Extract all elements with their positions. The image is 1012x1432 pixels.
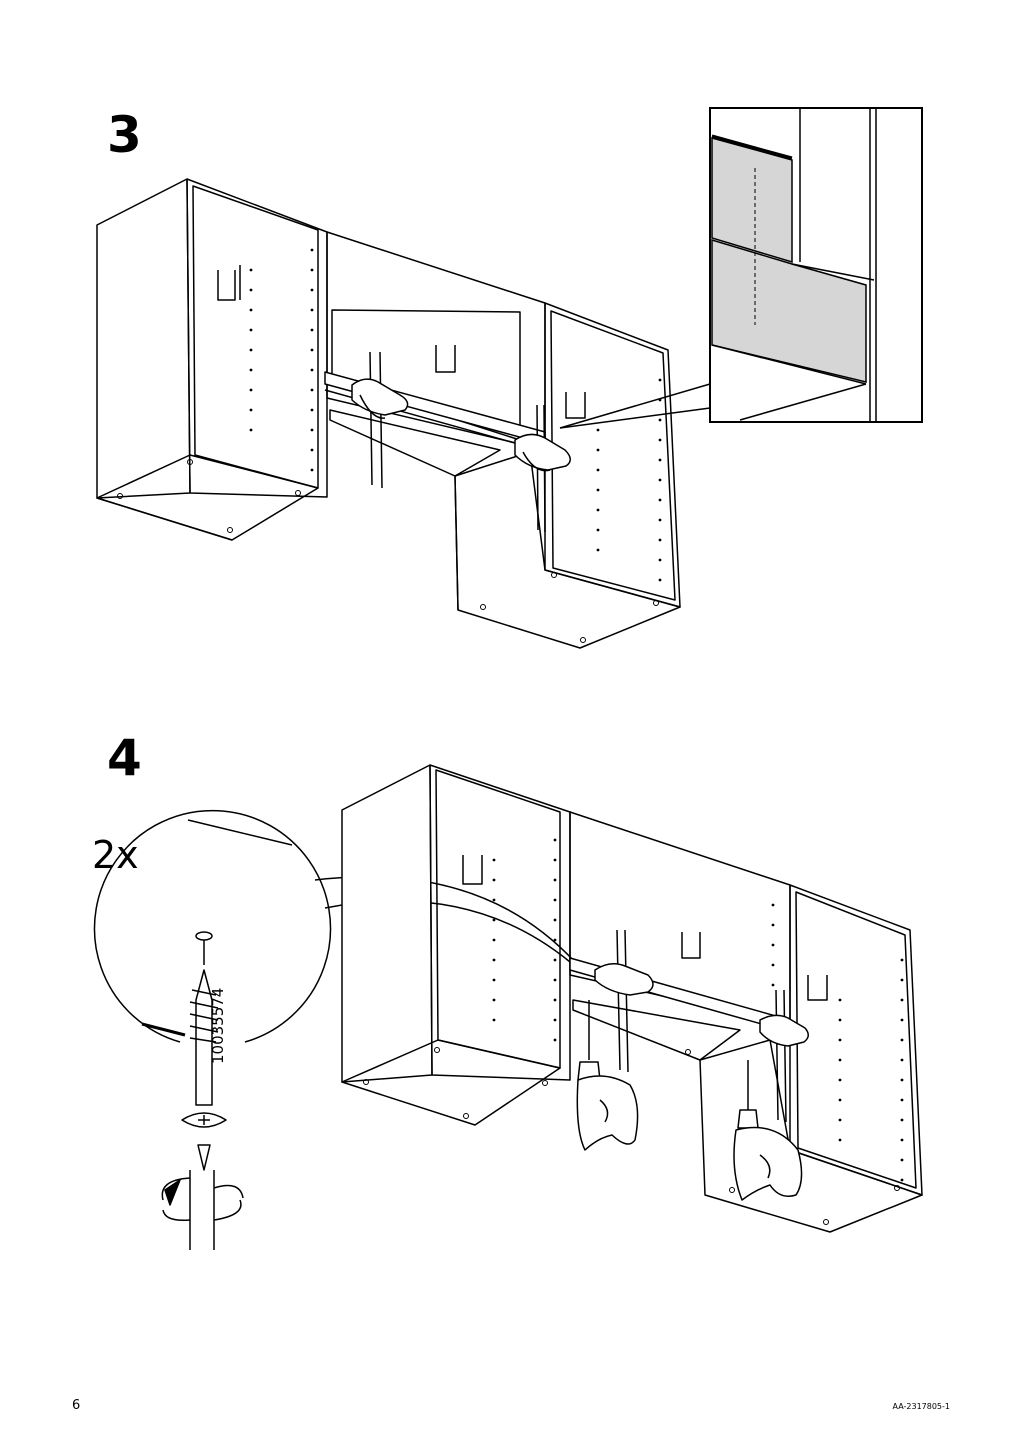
clamp-icon xyxy=(759,989,809,1123)
drill-icon xyxy=(733,1060,803,1201)
screw-icon xyxy=(181,931,227,1128)
cabinet-frame-icon xyxy=(96,178,328,541)
part-number: 10035574 xyxy=(209,987,227,1064)
shelf-holes xyxy=(117,248,662,643)
cabinet-frame-icon xyxy=(341,764,571,1126)
page-number: 6 xyxy=(72,1398,81,1413)
step-4-illustration xyxy=(93,764,923,1250)
clamp-icon xyxy=(594,929,654,1073)
shelf-holes xyxy=(363,838,904,1225)
step-4-number: 4 xyxy=(107,729,142,787)
step-3-number: 3 xyxy=(107,106,142,164)
clamp-icon xyxy=(351,351,409,489)
quantity-label: 2x xyxy=(92,833,139,877)
detail-zoom-icon xyxy=(709,107,923,423)
step-3-illustration xyxy=(96,107,923,649)
drill-icon xyxy=(576,1000,639,1151)
clamp-icon xyxy=(514,404,571,533)
document-reference: AA-2317805-1 xyxy=(892,1402,950,1411)
screwdriver-rotate-icon xyxy=(161,1144,244,1250)
detail-zoom-icon xyxy=(93,809,332,1043)
cabinet-frame-icon xyxy=(699,884,923,1233)
